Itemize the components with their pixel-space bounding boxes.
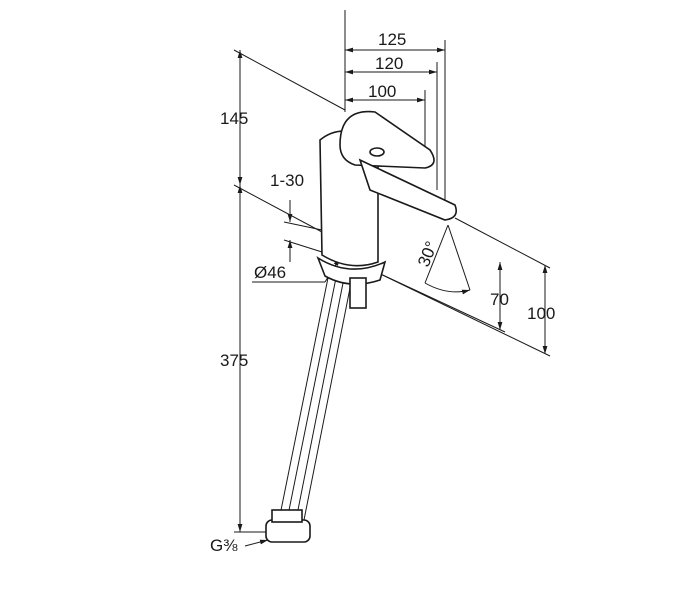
dim-label-1-30: 1-30 (270, 171, 304, 190)
right-dimension-lines (371, 217, 551, 357)
dim-label-100-right: 100 (527, 304, 555, 323)
dim-label-375: 375 (220, 351, 248, 370)
supply-hoses (265, 267, 353, 543)
dim-label-70: 70 (490, 290, 509, 309)
top-dimension-lines (344, 10, 446, 205)
dim-label-120: 120 (375, 54, 403, 73)
angle-indicator (424, 224, 471, 295)
dim-label-thread: G⅜ (210, 536, 238, 555)
dim-label-125: 125 (378, 30, 406, 49)
faucet-body (316, 110, 458, 309)
dim-label-100-top: 100 (368, 82, 396, 101)
dim-label-angle-30: 30° (414, 239, 441, 270)
left-dimension-lines (233, 49, 346, 533)
dim-label-diameter-46: Ø46 (254, 263, 286, 282)
dim-label-145: 145 (220, 109, 248, 128)
